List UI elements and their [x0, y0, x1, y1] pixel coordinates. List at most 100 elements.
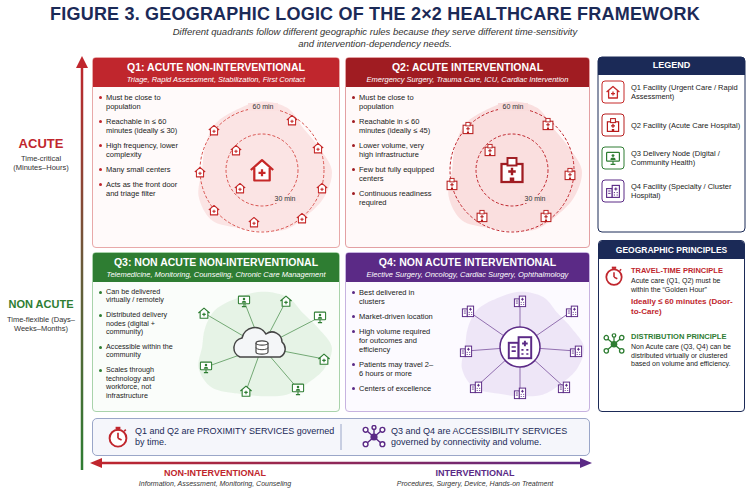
facility-icon — [235, 183, 245, 192]
axis-sublabel: Time-flexible (Days–Weeks–Months) — [6, 315, 76, 333]
facility-icon — [477, 210, 487, 221]
summary-band — [92, 418, 590, 456]
axis-sublabel: Procedures, Surgery, Device, Hands-on Tr… — [360, 480, 590, 488]
axis-arrow — [90, 458, 102, 468]
facility-icon — [280, 296, 291, 306]
travel-time-ring — [200, 108, 324, 232]
legend-row: Q3 Delivery Node (Digital / Community He… — [601, 146, 742, 170]
legend-row: Q1 Facility (Urgent Care / Rapid Assessm… — [601, 80, 742, 104]
quadrant-box: Q2: ACUTE INTERVENTIONALEmergency Surger… — [345, 57, 590, 248]
time-label: 60 min — [498, 103, 528, 111]
central-facility-icon — [509, 337, 531, 358]
bullet-text: Lower volume, very high infrastructure — [352, 141, 436, 159]
quadrant-header: Q2: ACUTE INTERVENTIONALEmergency Surger… — [346, 58, 589, 87]
facility-icon — [570, 346, 581, 357]
legend-symbol — [601, 179, 625, 203]
summary-text: Q3 and Q4 are ACCESSIBILITY SERVICES gov… — [391, 426, 586, 449]
legend-text: Q4 Facility (Specialty / Cluster Hospita… — [631, 182, 742, 200]
central-facility-icon — [251, 160, 273, 180]
legend-title: LEGEND — [598, 60, 745, 71]
facility-icon — [297, 213, 307, 222]
summary-box: Q1 and Q2 are PROXIMITY SERVICES governe… — [92, 418, 590, 456]
axis-label: NON ACUTE — [4, 298, 78, 311]
facility-icon — [313, 143, 323, 152]
legend-icon — [607, 119, 618, 132]
central-facility-icon — [502, 158, 523, 182]
catchment-area — [198, 101, 332, 231]
catchment-area — [462, 292, 585, 397]
legend-icon — [607, 185, 620, 197]
bullet-text: High volume required for outcomes and ef… — [352, 327, 436, 354]
quadrant-box: Q1: ACUTE NON-INTERVENTIONALTriage, Rapi… — [92, 57, 340, 248]
facility-icon — [566, 306, 577, 317]
facility-icon — [209, 205, 219, 214]
bullet-text: Reachable in ≤ 60 minutes (ideally ≤ 30) — [99, 117, 183, 135]
panel-title: GEOGRAPHIC PRINCIPLES — [599, 241, 744, 259]
bullet-text: Scales through technology and workforce,… — [99, 366, 183, 401]
legend-symbol — [601, 146, 625, 170]
quadrant-tint — [345, 252, 590, 412]
cloud-icon — [256, 348, 268, 350]
bullet-text: Patients may travel 2–6 hours or more — [352, 360, 436, 378]
facility-icon — [447, 178, 457, 189]
principle-text: Acute care (Q1, Q2) must be within the “… — [631, 277, 739, 294]
axis-arrow — [580, 458, 592, 468]
bullet-text: Acts as the front door and triage filter — [99, 180, 183, 198]
legend-row: Q2 Facility (Acute Care Hospital) — [601, 113, 742, 137]
quadrant-tint — [92, 57, 340, 248]
summary-text: Q1 and Q2 are PROXIMITY SERVICES governe… — [135, 426, 335, 449]
cloud-icon — [234, 328, 285, 357]
facility-icon — [249, 217, 259, 226]
bullet-text: Continuous readiness required — [352, 189, 436, 207]
facility-icon — [558, 382, 569, 393]
summary-band — [341, 424, 342, 450]
quadrant-subtitle: Elective Surgery, Oncology, Cardiac Surg… — [350, 270, 585, 279]
legend-swatch — [602, 114, 624, 136]
principle-icon — [604, 267, 624, 353]
facility-icon — [287, 115, 297, 124]
bullet-text: Reachable in ≤ 60 minutes (ideally ≤ 45) — [352, 117, 436, 135]
axis-arrow — [76, 56, 88, 68]
facility-icon — [314, 312, 325, 323]
legend-text: Q1 Facility (Urgent Care / Rapid Assessm… — [631, 83, 742, 101]
legend-symbol — [601, 80, 625, 104]
principle-icon — [606, 267, 621, 285]
facility-icon — [292, 384, 303, 395]
quadrant-title: Q1: ACUTE NON-INTERVENTIONAL — [97, 61, 335, 74]
facility-icon — [565, 168, 575, 179]
principle-text: DISTRIBUTION PRINCIPLE — [631, 332, 740, 341]
travel-time-ring — [200, 108, 574, 232]
facility-icon — [198, 308, 209, 318]
bullet-text: Can be delivered virtually / remotely — [99, 288, 183, 305]
figure-title: FIGURE 3. GEOGRAPHIC LOGIC OF THE 2×2 HE… — [0, 4, 750, 25]
bullet-text: Market-driven location — [352, 312, 436, 321]
summary-band — [92, 418, 590, 456]
cloud-icon — [234, 328, 285, 357]
bullet-text: High frequency, lower complexity — [99, 141, 183, 159]
bullet-text: Must be close to population — [352, 93, 436, 111]
time-label: 30 min — [270, 195, 300, 203]
principle-text: Ideally ≤ 60 minutes (Door-to-Care) — [631, 297, 739, 316]
facility-icon — [463, 122, 473, 133]
legend-swatch — [602, 81, 624, 103]
axis-sublabel: Time-critical (Minutes–Hours) — [6, 154, 76, 172]
facility-icon — [460, 346, 471, 357]
facility-icon — [231, 145, 241, 154]
legend-symbol — [601, 113, 625, 137]
catchment-area — [198, 101, 584, 396]
legend-panel — [598, 57, 745, 232]
bullet-text: Few but fully equipped centers — [352, 165, 436, 183]
quadrant-subtitle: Triage, Rapid Assessment, Stabilization,… — [97, 75, 335, 84]
travel-time-ring — [450, 108, 574, 232]
facility-icon — [209, 125, 219, 134]
bullet-text: Accessible within the community — [99, 343, 183, 360]
summary-band — [363, 425, 385, 446]
legend-icon — [607, 152, 620, 164]
quadrant-header: Q3: NON ACUTE NON-INTERVENTIONALTelemedi… — [93, 253, 339, 282]
axis-arrow — [81, 66, 84, 470]
axis-label: ACUTE — [4, 136, 78, 152]
legend-panel — [598, 57, 745, 75]
quadrant-subtitle: Emergency Surgery, Trauma Care, ICU, Car… — [350, 75, 585, 84]
quadrant-header: Q1: ACUTE NON-INTERVENTIONALTriage, Rapi… — [93, 58, 339, 87]
bullet-list: Must be close to populationReachable in … — [352, 93, 436, 243]
